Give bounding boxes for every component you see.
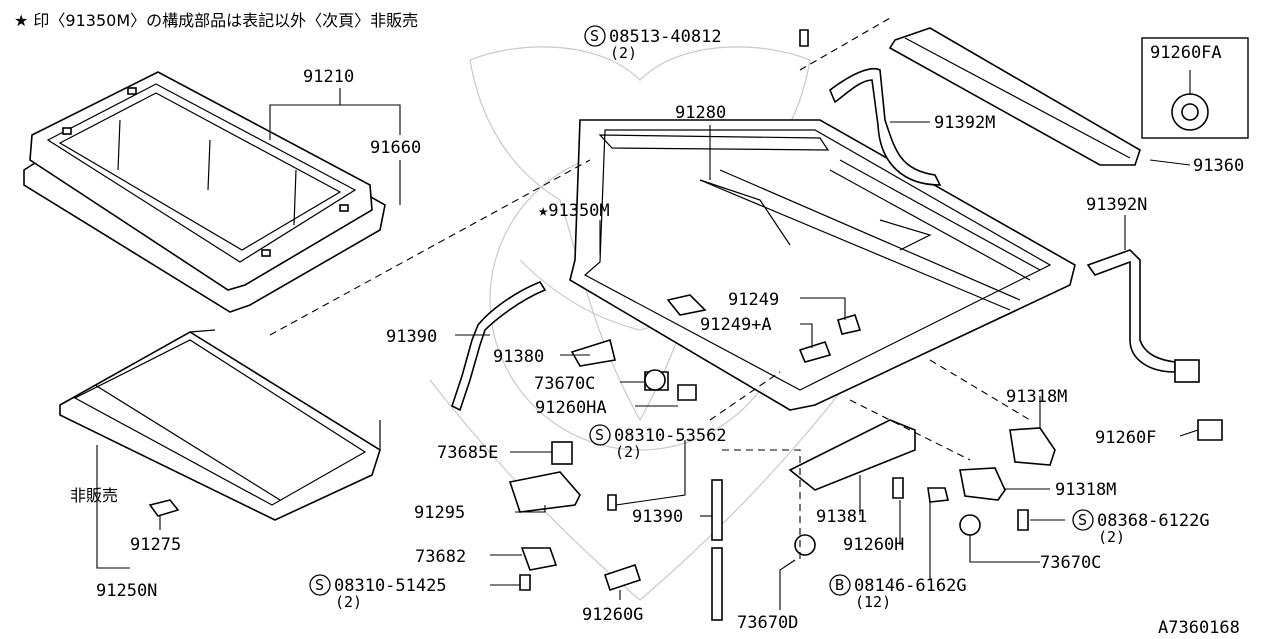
label-73685E: 73685E (437, 443, 498, 463)
label-91390-top: 91390 (386, 327, 437, 347)
label-91249A: 91249+A (700, 315, 772, 335)
label-91260G: 91260G (582, 605, 643, 625)
label-91280: 91280 (675, 103, 726, 123)
label-91390-bottom: 91390 (632, 507, 683, 527)
bolt-qty-08146-6162G: (12) (855, 593, 891, 611)
label-91295: 91295 (414, 503, 465, 523)
screw-callout-08513: S 08513-40812 (2) (584, 25, 722, 62)
svg-text:S: S (315, 576, 324, 594)
header-note: ★ 印〈91350M〉の構成部品は表記以外〈次頁〉非販売 (14, 11, 418, 30)
label-91260FA: 91260FA (1150, 43, 1222, 63)
label-91275: 91275 (130, 535, 181, 555)
screw-code-08310-53562: 08310-53562 (614, 426, 727, 446)
screw-qty-08513: (2) (610, 44, 637, 62)
bolt-code-08146-6162G: 08146-6162G (854, 576, 967, 596)
screw-code-08310-51425: 08310-51425 (334, 576, 447, 596)
glass-lid-assembly (23, 71, 386, 313)
label-91660: 91660 (370, 138, 421, 158)
screw-code-08368-6122G: 08368-6122G (1097, 511, 1210, 531)
label-73682: 73682 (415, 547, 466, 567)
label-91260F: 91260F (1095, 428, 1156, 448)
part-labels: 91210 91660 91280 91392M 91260FA 91360 ★… (70, 43, 1244, 638)
label-91318M-bottom: 91318M (1055, 480, 1116, 500)
leader-lines (96, 70, 1199, 610)
label-73670D: 73670D (737, 613, 798, 633)
wind-deflector (888, 27, 1141, 166)
svg-text:B: B (835, 576, 844, 594)
sunshade-panel (59, 329, 381, 521)
drain-hoses (451, 68, 1200, 621)
screw-callout-08310-51425: S 08310-51425 (2) (309, 574, 447, 611)
label-91210: 91210 (303, 67, 354, 87)
bolt-callout-08146-6162G: B 08146-6162G (12) (829, 574, 967, 611)
small-parts (508, 29, 1249, 592)
label-91260H: 91260H (843, 535, 904, 555)
figure-id: A7360168 (1158, 618, 1240, 638)
screw-qty-08310-51425: (2) (335, 593, 362, 611)
screw-qty-08368-6122G: (2) (1098, 528, 1125, 546)
screw-callout-08310-53562: S 08310-53562 (2) (589, 424, 727, 461)
dashed-guides (269, 17, 1031, 560)
label-91392N: 91392N (1086, 195, 1147, 215)
label-91380: 91380 (493, 347, 544, 367)
svg-text:S: S (1078, 511, 1087, 529)
fastener-callouts: S 08513-40812 (2) S 08310-53562 (2) S 08… (309, 25, 1210, 611)
label-91381: 91381 (816, 507, 867, 527)
sunroof-frame (569, 119, 1076, 411)
label-91392M: 91392M (934, 113, 995, 133)
screw-qty-08310-53562: (2) (615, 443, 642, 461)
label-91350M: ★91350M (538, 201, 610, 221)
label-91318M-top: 91318M (1006, 387, 1067, 407)
svg-text:S: S (595, 426, 604, 444)
label-73670C-right: 73670C (1040, 553, 1101, 573)
screw-callout-08368-6122G: S 08368-6122G (2) (1072, 509, 1210, 546)
label-91249: 91249 (728, 290, 779, 310)
screw-code-08513-40812: 08513-40812 (609, 27, 722, 47)
label-91260HA: 91260HA (535, 398, 607, 418)
label-not-sold: 非販売 (70, 486, 118, 505)
label-91360: 91360 (1193, 156, 1244, 176)
label-73670C-left: 73670C (534, 374, 595, 394)
label-91250N: 91250N (96, 581, 157, 601)
svg-text:S: S (590, 27, 599, 45)
